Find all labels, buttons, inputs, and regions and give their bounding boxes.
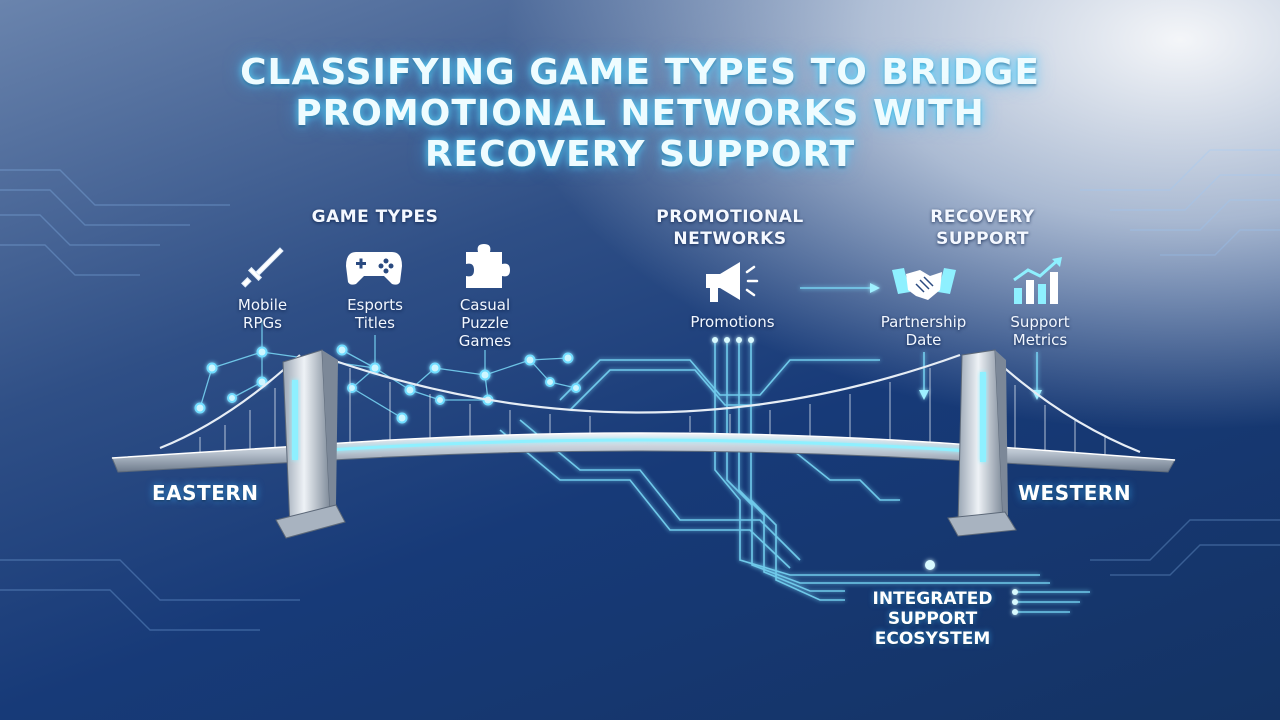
- bar-chart-icon: [1013, 257, 1062, 304]
- sword-icon: [241, 247, 284, 288]
- puzzle-icon: [466, 244, 510, 288]
- esports-titles-label: Esports Titles: [347, 296, 403, 332]
- casual-puzzle-games-label: Casual Puzzle Games: [458, 296, 512, 350]
- page-title: CLASSIFYING GAME TYPES TO BRIDGE PROMOTI…: [240, 52, 1040, 175]
- western-label: WESTERN: [1018, 481, 1132, 505]
- central-circuit-traces: [499, 287, 1090, 613]
- deck-light-strip: [299, 438, 986, 454]
- background-circuit-traces: [0, 149, 1280, 631]
- game-types-heading: GAME TYPES: [311, 207, 439, 227]
- partnership-date-label: Partnership Date: [880, 313, 967, 349]
- integrated-support-ecosystem-label: INTEGRATED SUPPORT ECOSYSTEM: [872, 589, 993, 649]
- support-metrics-label: Support Metrics: [1010, 313, 1070, 349]
- megaphone-icon: [706, 262, 759, 302]
- promotional-networks-heading: PROMOTIONAL NETWORKS: [656, 207, 804, 249]
- left-tower: [275, 349, 346, 539]
- handshake-icon: [892, 268, 956, 300]
- mobile-rpgs-label: Mobile RPGs: [237, 296, 288, 332]
- right-tower: [947, 349, 1017, 537]
- node-network-dots: [194, 344, 581, 424]
- recovery-support-heading: RECOVERY SUPPORT: [930, 207, 1035, 249]
- circuit-endpoints: [712, 337, 1018, 615]
- eastern-label: EASTERN: [152, 481, 259, 505]
- promotions-label: Promotions: [690, 313, 775, 331]
- gamepad-icon: [346, 252, 402, 285]
- bridge-suspenders: [199, 368, 1106, 460]
